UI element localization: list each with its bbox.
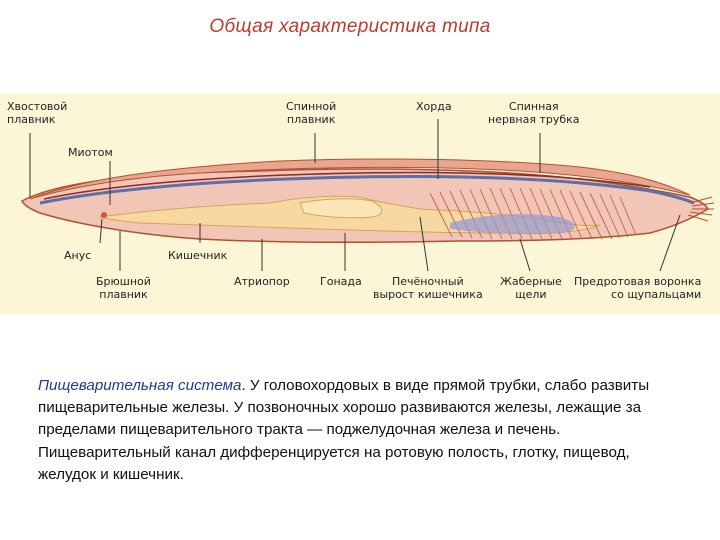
lancelet-figure: Хвостовой плавник Спинной плавник Хорда … xyxy=(0,93,720,315)
oral-tentacles xyxy=(687,196,715,222)
label-oral-funnel: Предротовая воронка со щупальцами xyxy=(574,275,702,301)
label-hepatic-outgrowth: Печёночный вырост кишечника xyxy=(373,275,483,301)
label-tail-fin: Хвостовой плавник xyxy=(7,100,68,126)
label-gonad: Гонада xyxy=(320,275,362,288)
lancelet-illustration xyxy=(20,119,715,272)
label-gill-slits: Жаберные щели xyxy=(500,275,562,301)
paragraph-heading: Пищеварительная система xyxy=(38,377,242,394)
gonad xyxy=(450,214,575,234)
label-notochord: Хорда xyxy=(416,100,452,113)
hepatic-outgrowth xyxy=(299,198,383,219)
gill-slits xyxy=(429,187,637,240)
neural-tube xyxy=(43,171,651,200)
dorsal-fin xyxy=(29,158,691,200)
label-intestine: Кишечник xyxy=(168,249,228,262)
label-neural-tube: Спинная нервная трубка xyxy=(488,100,580,126)
label-anus: Анус xyxy=(64,249,92,262)
label-dorsal-fin: Спинной плавник xyxy=(286,100,337,126)
slide-title: Общая характеристика типа xyxy=(209,16,491,37)
notochord xyxy=(39,175,695,205)
anus-mark xyxy=(101,212,107,218)
body-paragraph: Пищеварительная система. У головохордовы… xyxy=(38,375,688,486)
label-atriopore: Атриопор xyxy=(234,275,290,288)
leader-lines xyxy=(29,119,681,272)
label-myotome: Миотом xyxy=(68,146,113,159)
label-ventral-fin: Брюшной плавник xyxy=(96,275,151,301)
paragraph-body: . У головохордовых в виде прямой трубки,… xyxy=(38,377,650,483)
